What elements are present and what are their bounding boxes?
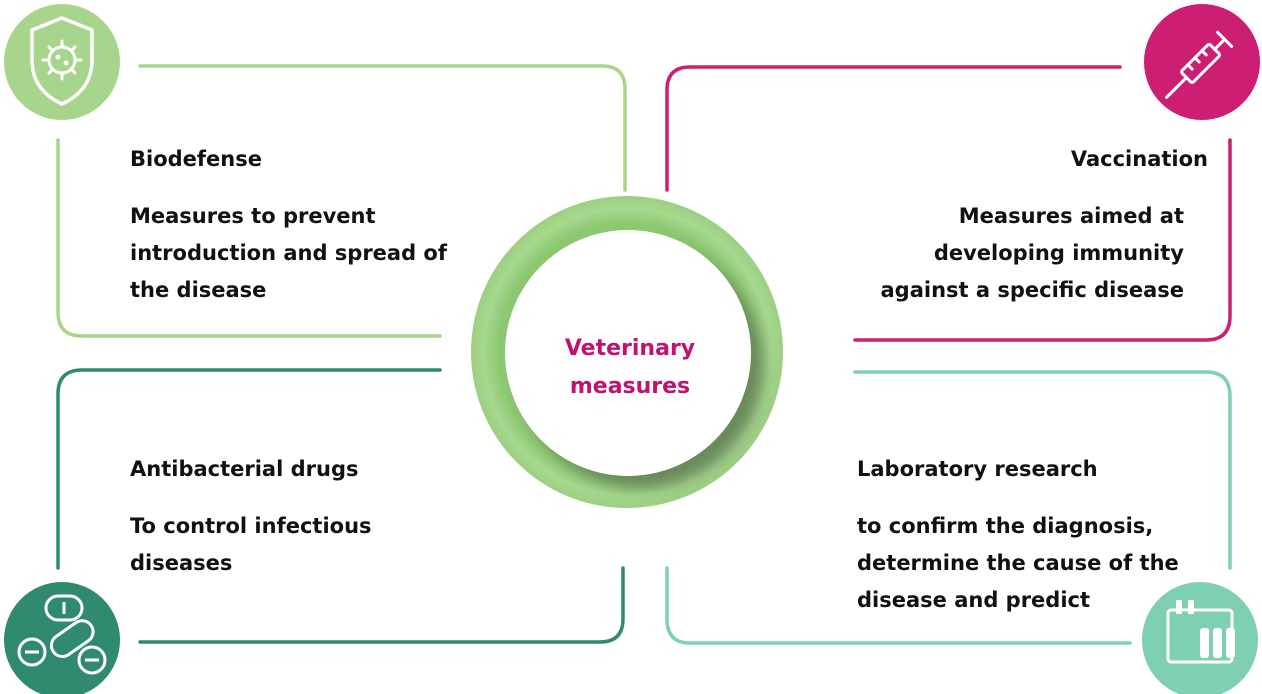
- antibacterial-title: Antibacterial drugs: [130, 457, 359, 481]
- frame-top-left: [56, 64, 627, 338]
- antibacterial-description: To control infectious diseases: [130, 514, 372, 575]
- frame-bottom-left: [56, 368, 625, 644]
- lab-vials-icon: [1142, 582, 1258, 694]
- biodefense-title: Biodefense: [130, 147, 262, 171]
- pills-icon: [4, 582, 120, 694]
- frame-top-right: [665, 65, 1232, 342]
- center-ring: [471, 196, 783, 508]
- laboratory-title: Laboratory research: [857, 457, 1098, 481]
- vaccination-description: Measures aimed at developing immunity ag…: [880, 204, 1185, 302]
- vaccination-title: Vaccination: [1070, 147, 1208, 171]
- laboratory-description: to confirm the diagnosis, determine the …: [857, 514, 1179, 612]
- syringe-icon: [1144, 4, 1260, 120]
- shield-virus-icon: [4, 4, 120, 120]
- frame-bottom-right: [665, 370, 1232, 645]
- biodefense-description: Measures to prevent introduction and spr…: [130, 204, 447, 302]
- center-label: Veterinary measures: [564, 336, 696, 399]
